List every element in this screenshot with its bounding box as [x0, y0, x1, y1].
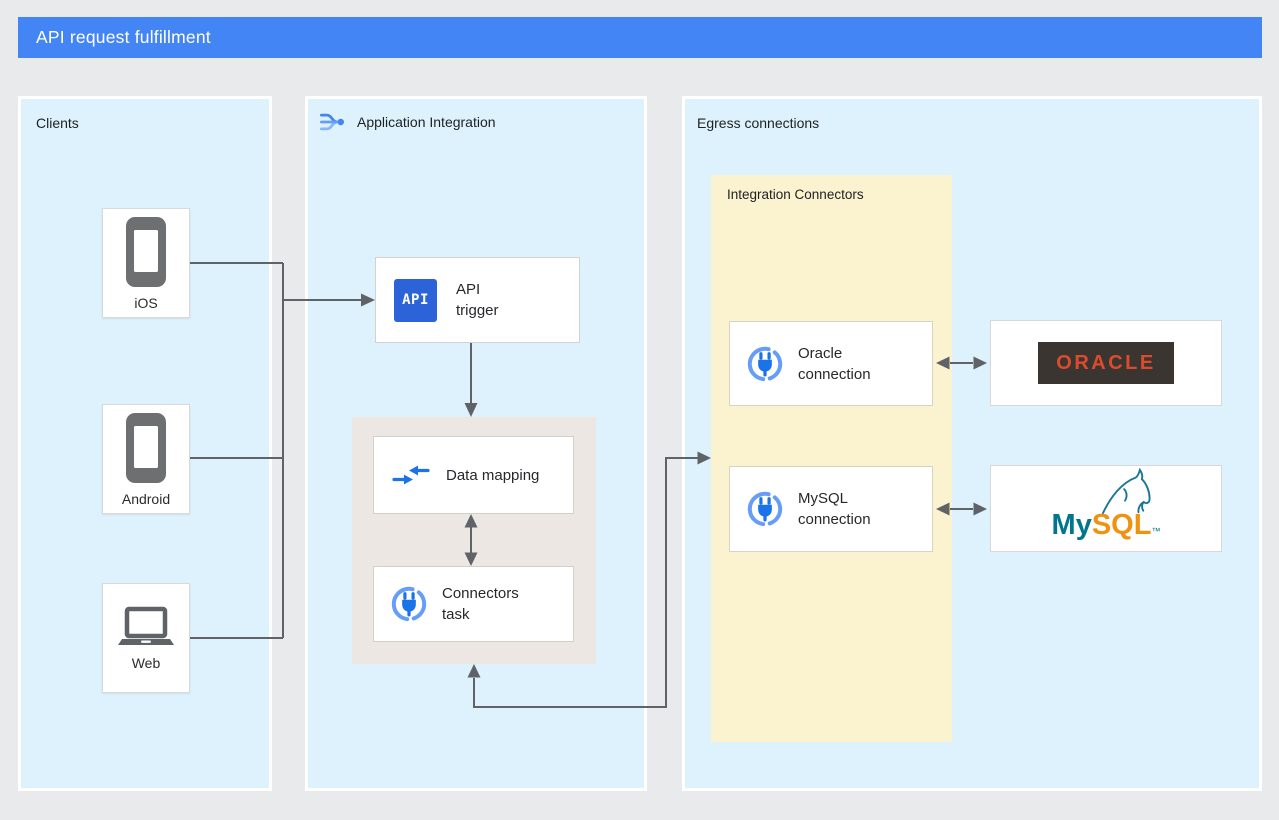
client-label: Web	[131, 654, 161, 671]
application-integration-header: Application Integration	[317, 107, 496, 137]
diagram-title: API request fulfillment	[36, 27, 211, 47]
client-card-ios: iOS	[102, 208, 190, 318]
clients-panel-label: Clients	[36, 115, 79, 131]
data-mapping-arrows-icon	[392, 465, 430, 485]
connectors-task-node: Connectors task	[373, 566, 574, 642]
api-trigger-node: API API trigger	[375, 257, 580, 343]
integration-tasks-group: Data mapping Connectors task	[352, 417, 596, 664]
data-mapping-node: Data mapping	[373, 436, 574, 514]
connectors-task-label: Connectors task	[442, 585, 519, 623]
integration-connectors-group: Integration Connectors Oracle connection	[711, 175, 952, 742]
application-integration-panel: Application Integration API API trigger …	[305, 96, 647, 791]
mysql-connection-label: MySQL connection	[798, 490, 871, 528]
smartphone-icon	[126, 216, 166, 287]
clients-panel: Clients iOS Android Web	[18, 96, 272, 791]
mysql-trademark: ™	[1151, 525, 1161, 536]
data-mapping-label: Data mapping	[446, 466, 540, 484]
client-label: iOS	[134, 294, 158, 311]
api-badge-icon: API	[394, 278, 437, 322]
oracle-wordmark: ORACLE	[1038, 342, 1174, 384]
mysql-dolphin-icon	[1101, 467, 1151, 514]
client-card-web: Web	[102, 583, 190, 693]
egress-panel-label: Egress connections	[697, 115, 820, 131]
api-badge-text: API	[402, 292, 429, 308]
application-integration-icon	[320, 113, 344, 131]
laptop-icon	[118, 606, 174, 645]
oracle-logo-text: ORACLE	[1056, 351, 1156, 374]
api-trigger-label: API trigger	[456, 281, 499, 319]
application-integration-label: Application Integration	[357, 114, 496, 130]
plug-in-circle-icon	[747, 491, 783, 527]
mysql-logo-text: MySQL™	[1052, 510, 1161, 546]
smartphone-icon	[126, 412, 166, 483]
client-card-android: Android	[102, 404, 190, 514]
plug-in-circle-icon	[391, 586, 427, 622]
oracle-database-node: ORACLE	[990, 320, 1222, 406]
oracle-connection-label: Oracle connection	[798, 344, 871, 383]
diagram-title-bar: API request fulfillment	[18, 17, 1262, 58]
mysql-dolphin-wordmark: MySQL™	[1052, 467, 1161, 546]
mysql-connection-node: MySQL connection	[729, 466, 933, 552]
mysql-database-node: MySQL™	[990, 465, 1222, 552]
mysql-logo-my: My	[1051, 508, 1092, 541]
mysql-logo-sql: SQL	[1091, 508, 1152, 541]
integration-connectors-label: Integration Connectors	[727, 187, 864, 202]
plug-in-circle-icon	[747, 346, 783, 381]
client-label: Android	[121, 490, 171, 507]
oracle-connection-node: Oracle connection	[729, 321, 933, 406]
egress-connections-panel: Egress connections Integration Connector…	[682, 96, 1262, 791]
